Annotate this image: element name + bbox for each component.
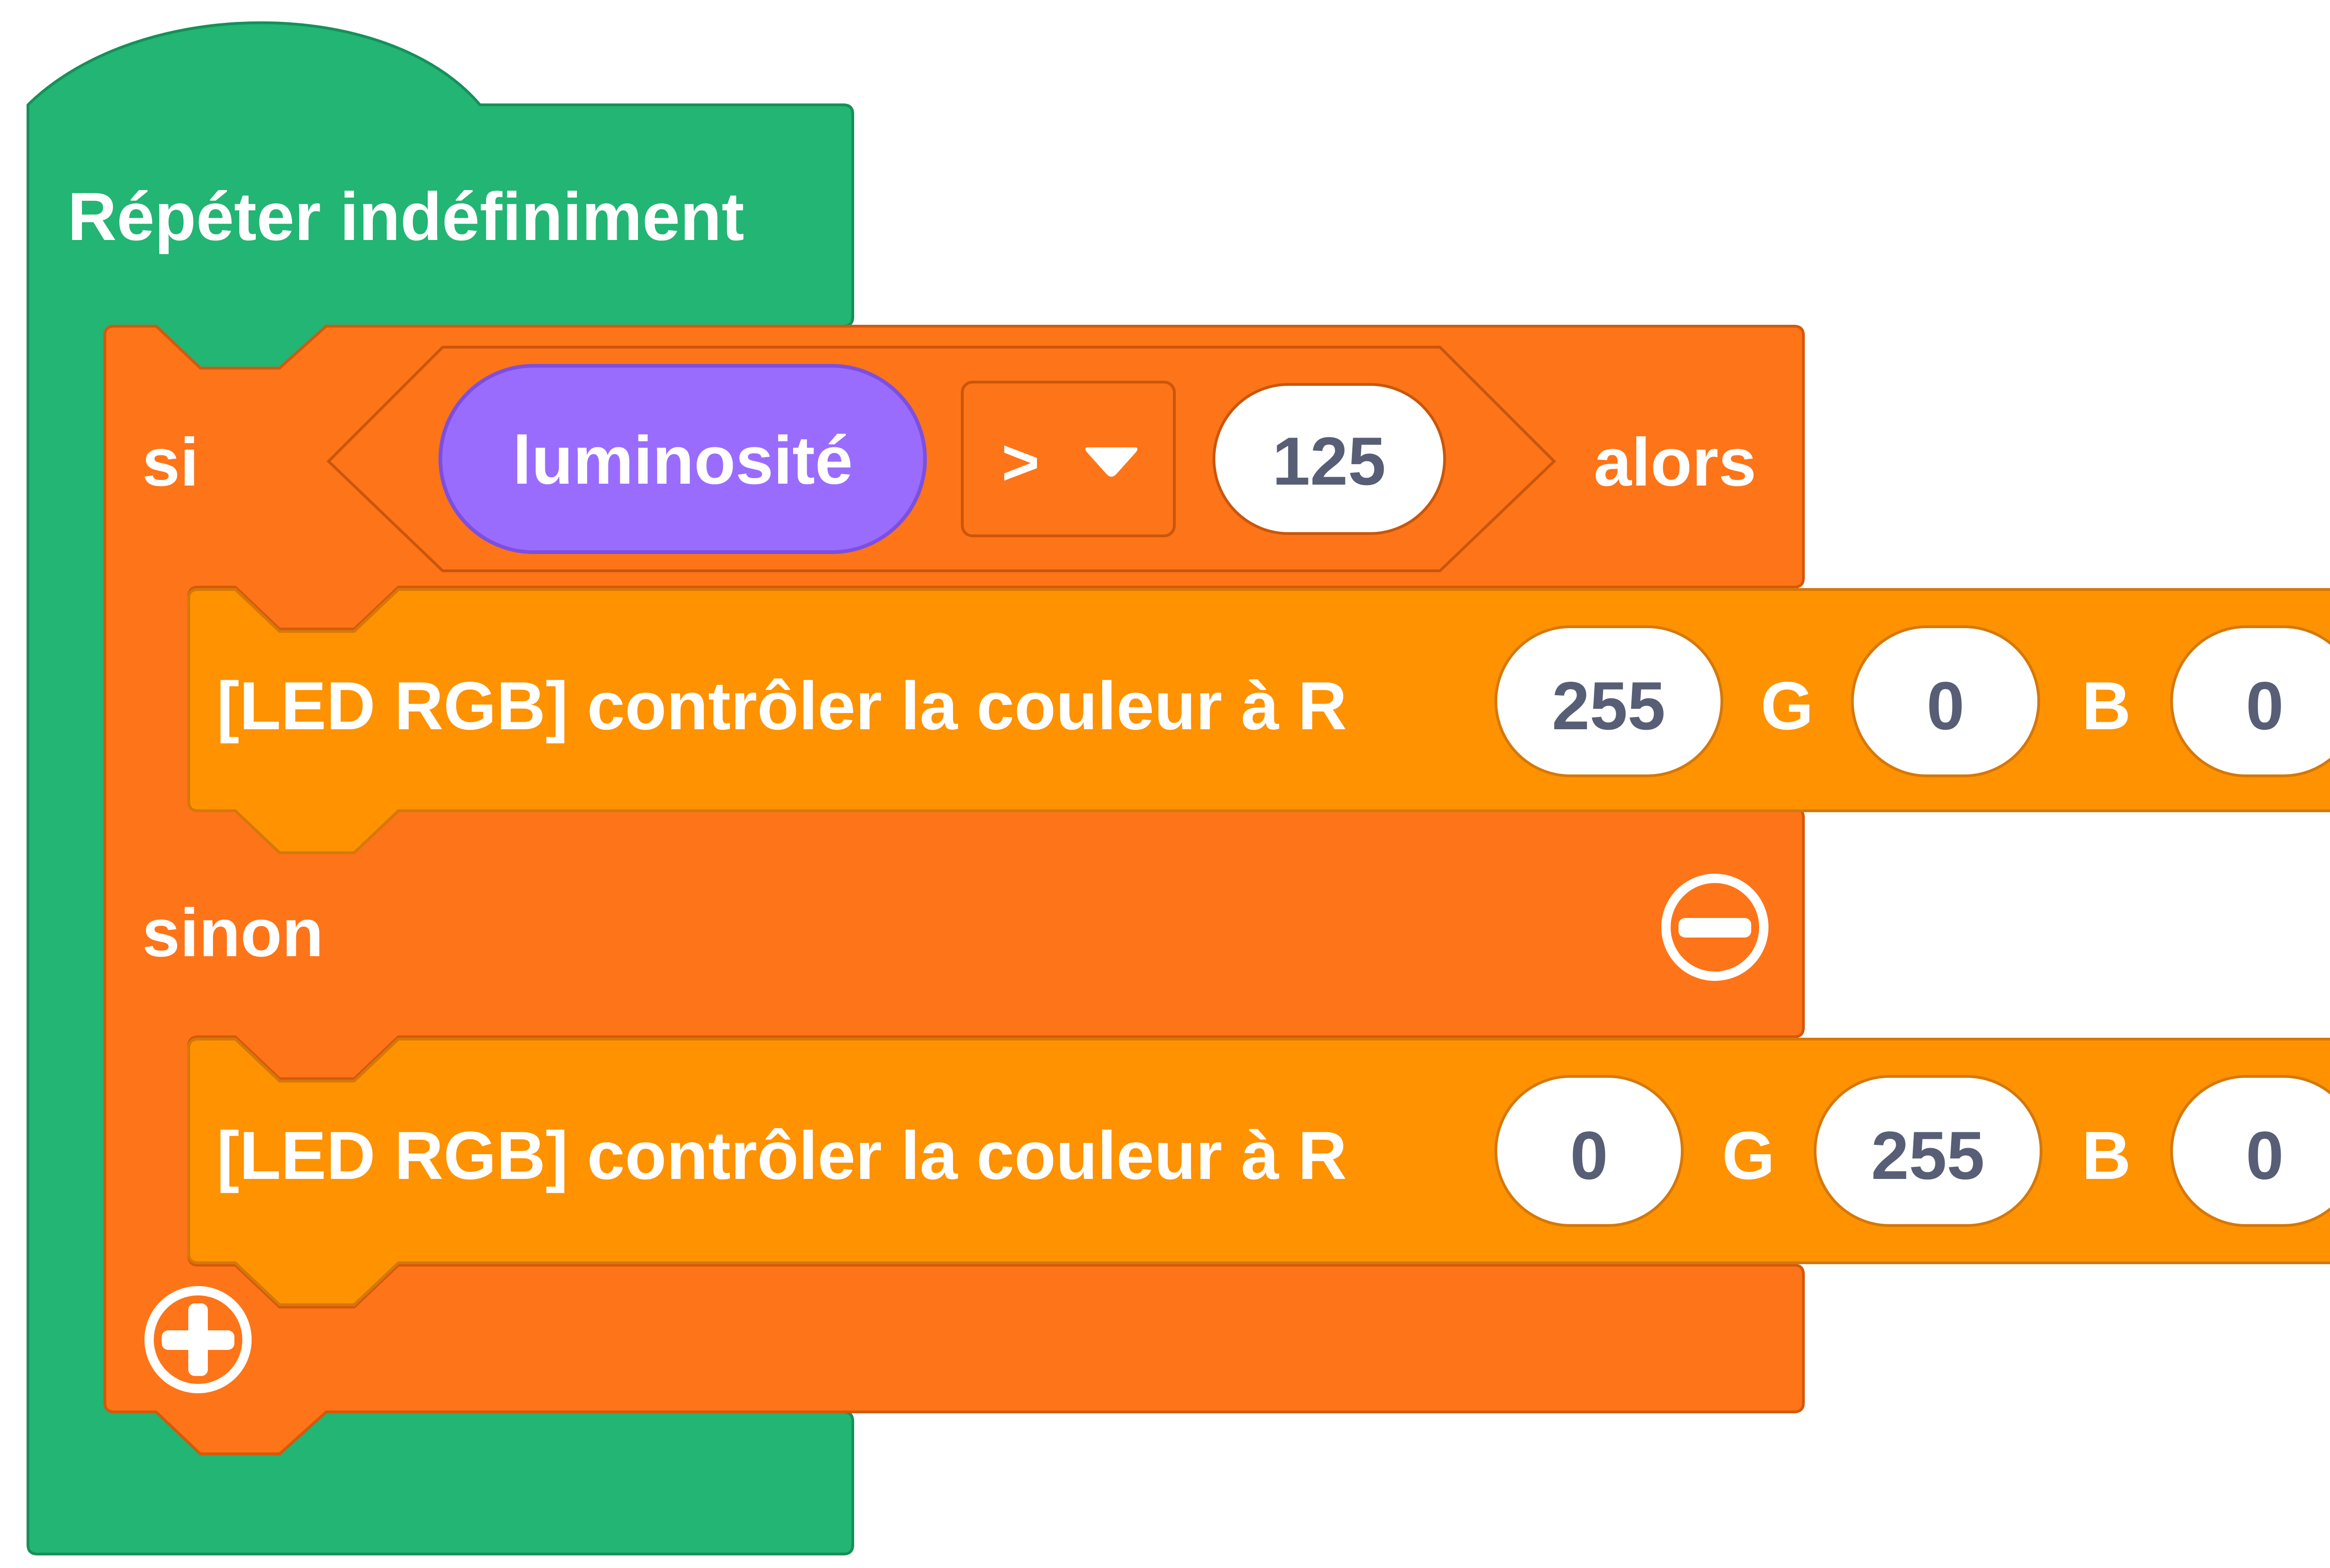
led-rgb-block-2-r-input[interactable]: 0 — [1494, 1075, 1684, 1227]
threshold-input-box — [1213, 383, 1446, 535]
else-label: sinon — [142, 895, 323, 971]
led-rgb-block-1-label: [LED RGB] contrôler la couleur à R — [217, 668, 1347, 744]
luminosity-sensor-reporter[interactable]: luminosité — [439, 364, 927, 554]
led-rgb-block-2-g-label: G — [1722, 1117, 1775, 1193]
led-rgb-block-1-g-value: 0 — [1926, 668, 1964, 744]
threshold-input[interactable]: 125 — [1213, 383, 1446, 535]
led-rgb-block-2-g-input[interactable]: 255 — [1814, 1075, 2042, 1227]
led-rgb-block-2-g-value: 255 — [1871, 1117, 1985, 1193]
greater-than-condition[interactable]: luminosité > 125 — [326, 346, 1556, 572]
led-rgb-block-1-b-input[interactable]: 0 — [2170, 625, 2330, 777]
luminosity-sensor-label: luminosité — [513, 422, 853, 498]
led-rgb-block-2-label: [LED RGB] contrôler la couleur à R — [217, 1117, 1347, 1193]
led-rgb-block-1-b-label: B — [2082, 668, 2131, 744]
if-else-block[interactable]: si luminosité > 125 alors sinon — [103, 325, 1805, 1455]
led-rgb-block-1[interactable]: [LED RGB] contrôler la couleur à R 255 G… — [187, 588, 2330, 854]
led-rgb-block-2-shape — [187, 1038, 2330, 1306]
led-rgb-block-2-r-value: 0 — [1570, 1117, 1608, 1193]
if-label: si — [142, 424, 199, 500]
led-rgb-block-1-shape — [187, 588, 2330, 854]
forever-label: Répéter indéfiniment — [68, 178, 744, 254]
then-label: alors — [1594, 424, 1756, 500]
dropdown-triangle-icon — [1085, 447, 1138, 477]
led-rgb-block-2-b-value: 0 — [2246, 1117, 2283, 1193]
led-rgb-block-2-b-label: B — [2082, 1117, 2131, 1193]
if-else-block-shape — [103, 325, 1805, 1455]
led-rgb-block-1-b-value: 0 — [2246, 668, 2283, 744]
threshold-value: 125 — [1272, 423, 1386, 499]
led-rgb-block-1-g-label: G — [1761, 668, 1814, 744]
led-rgb-block-2[interactable]: [LED RGB] contrôler la couleur à R 0 G 2… — [187, 1038, 2330, 1306]
plus-circle-icon[interactable] — [144, 1286, 252, 1393]
minus-circle-icon[interactable] — [1661, 874, 1768, 981]
led-rgb-block-1-g-input[interactable]: 0 — [1851, 625, 2040, 777]
operator-dropdown[interactable]: > — [961, 381, 1176, 537]
led-rgb-block-1-r-input[interactable]: 255 — [1494, 625, 1723, 777]
led-rgb-block-1-r-value: 255 — [1552, 668, 1665, 744]
luminosity-sensor-shape — [439, 364, 927, 554]
operator-value: > — [1001, 425, 1040, 499]
led-rgb-block-2-b-input[interactable]: 0 — [2170, 1075, 2330, 1227]
operator-dropdown-box — [961, 381, 1176, 537]
